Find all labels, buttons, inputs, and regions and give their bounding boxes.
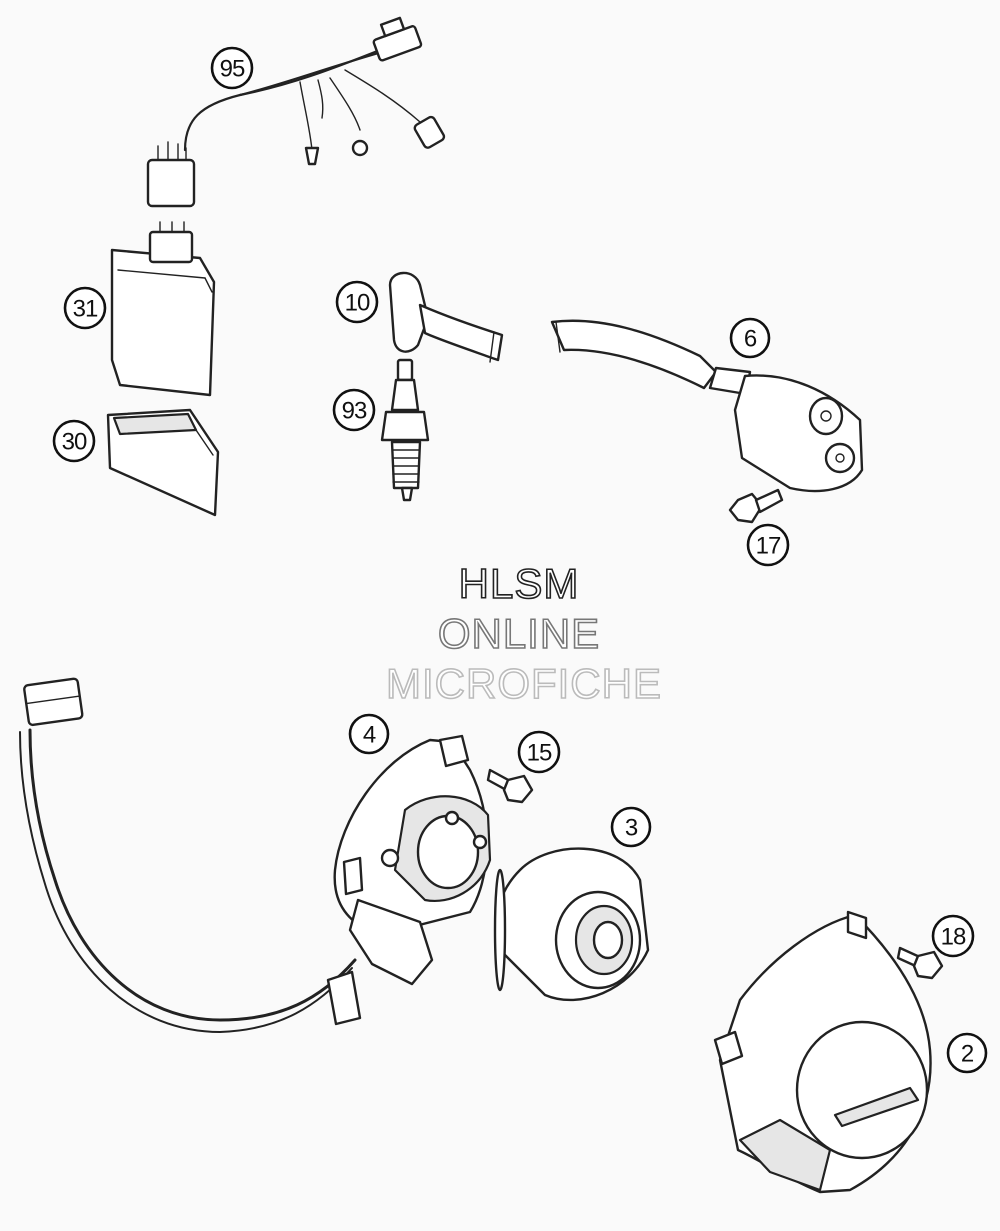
callout-17-label: 17 xyxy=(756,533,781,560)
callout-15-label: 15 xyxy=(527,740,552,767)
callout-2: 2 xyxy=(946,1032,988,1074)
callout-6: 6 xyxy=(729,317,771,359)
stator-bolt xyxy=(486,768,534,804)
callout-31: 31 xyxy=(63,286,107,330)
watermark-line2: ONLINE xyxy=(438,610,600,657)
callout-95: 95 xyxy=(210,46,254,90)
harness-ring-terminal xyxy=(351,139,369,157)
coil-bolt xyxy=(728,488,784,524)
callout-10-label: 10 xyxy=(345,290,370,317)
callout-95-label: 95 xyxy=(220,56,245,83)
watermark: HLSM ONLINE MICROFICHE xyxy=(385,559,662,708)
callout-3-label: 3 xyxy=(625,815,638,842)
flywheel-rotor xyxy=(493,847,650,1002)
callout-30: 30 xyxy=(52,419,96,463)
harness-terminal xyxy=(304,146,320,166)
ignition-coil xyxy=(550,319,864,493)
spark-plug-cap xyxy=(388,271,504,363)
spark-plug xyxy=(380,358,430,502)
callout-18: 18 xyxy=(931,914,975,958)
harness-plug xyxy=(413,115,446,149)
callout-10: 10 xyxy=(335,280,379,324)
cdi-rubber-sleeve xyxy=(106,408,220,517)
cable-grommet xyxy=(326,970,362,1026)
callout-2-label: 2 xyxy=(961,1041,974,1068)
watermark-line1: HLSM xyxy=(459,560,580,607)
callout-4: 4 xyxy=(348,713,390,755)
callout-31-label: 31 xyxy=(73,296,98,323)
harness-connector-left xyxy=(146,158,196,208)
cdi-unit xyxy=(110,221,216,397)
callout-30-label: 30 xyxy=(62,429,87,456)
callout-93-label: 93 xyxy=(342,398,367,425)
callout-3: 3 xyxy=(610,806,652,848)
callout-15: 15 xyxy=(517,730,561,774)
cover-bolt xyxy=(896,946,944,980)
cdi-connector xyxy=(148,230,194,264)
callout-4-label: 4 xyxy=(363,722,376,749)
callout-6-label: 6 xyxy=(744,326,757,353)
stator-connector xyxy=(23,677,84,727)
callout-93: 93 xyxy=(332,388,376,432)
ignition-cover xyxy=(713,910,932,1194)
watermark-line3: MICROFICHE xyxy=(386,660,662,707)
wiring-harness xyxy=(146,16,446,208)
callout-18-label: 18 xyxy=(941,924,966,951)
callout-17: 17 xyxy=(746,523,790,567)
stator-assembly xyxy=(19,677,492,1034)
